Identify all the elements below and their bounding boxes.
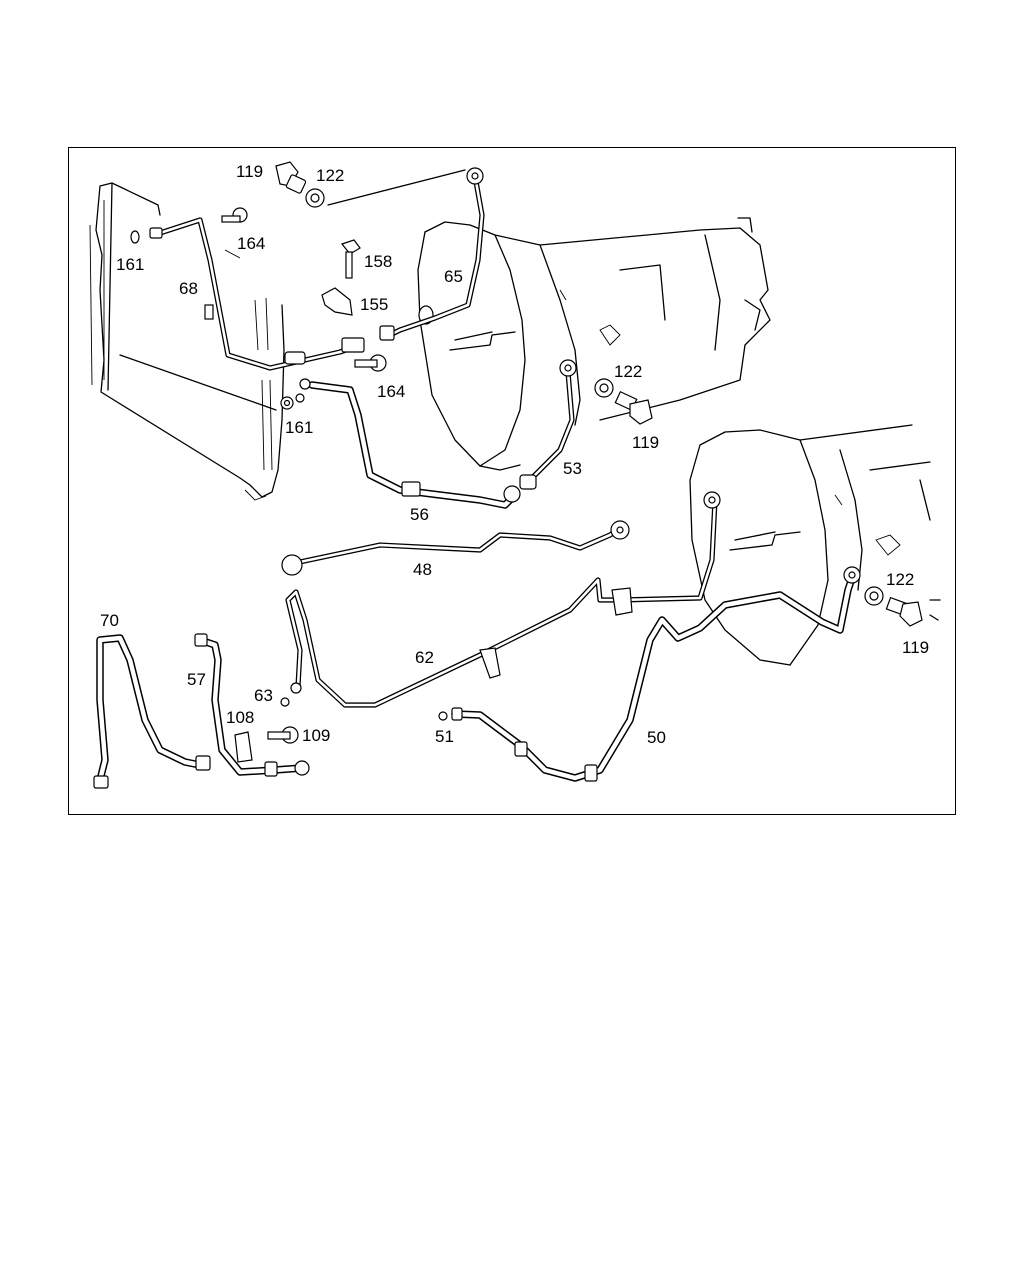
- label-119-right: 119: [902, 638, 929, 657]
- label-158: 158: [364, 252, 392, 271]
- label-161-lower: 161: [285, 418, 313, 437]
- label-155: 155: [360, 295, 388, 314]
- label-68: 68: [179, 279, 198, 298]
- label-122: 122: [316, 166, 344, 185]
- label-109: 109: [302, 726, 330, 745]
- line-57: [194, 633, 310, 777]
- line-50: [451, 566, 861, 782]
- label-164-lower: 164: [377, 382, 405, 401]
- label-53: 53: [563, 459, 582, 478]
- line-68: [149, 217, 365, 371]
- diagram-frame: [68, 147, 956, 815]
- label-119: 119: [236, 162, 263, 181]
- transmission-upper-illustration: [417, 217, 771, 471]
- label-57: 57: [187, 670, 206, 689]
- transmission-lower-illustration: [689, 424, 941, 666]
- label-122-mid: 122: [614, 362, 642, 381]
- label-50: 50: [647, 728, 666, 747]
- label-161: 161: [116, 255, 144, 274]
- label-62: 62: [415, 648, 434, 667]
- line-62: [285, 491, 721, 708]
- line-56: [299, 378, 521, 509]
- label-122-right: 122: [886, 570, 914, 589]
- fasteners-and-seals: [221, 161, 923, 763]
- label-108: 108: [226, 708, 254, 727]
- label-48: 48: [413, 560, 432, 579]
- label-119-mid: 119: [632, 433, 659, 452]
- line-70: [93, 634, 211, 789]
- label-51: 51: [435, 727, 454, 746]
- line-53: [519, 359, 577, 490]
- part-number-labels: 119 122 164 161 158 65 68 155 164 161 12…: [100, 162, 929, 747]
- label-164: 164: [237, 234, 265, 253]
- label-63: 63: [254, 686, 273, 705]
- label-70: 70: [100, 611, 119, 630]
- line-65: [379, 167, 485, 341]
- label-56: 56: [410, 505, 429, 524]
- label-65: 65: [444, 267, 463, 286]
- line-48: [281, 520, 630, 576]
- radiator-illustration: [89, 182, 285, 501]
